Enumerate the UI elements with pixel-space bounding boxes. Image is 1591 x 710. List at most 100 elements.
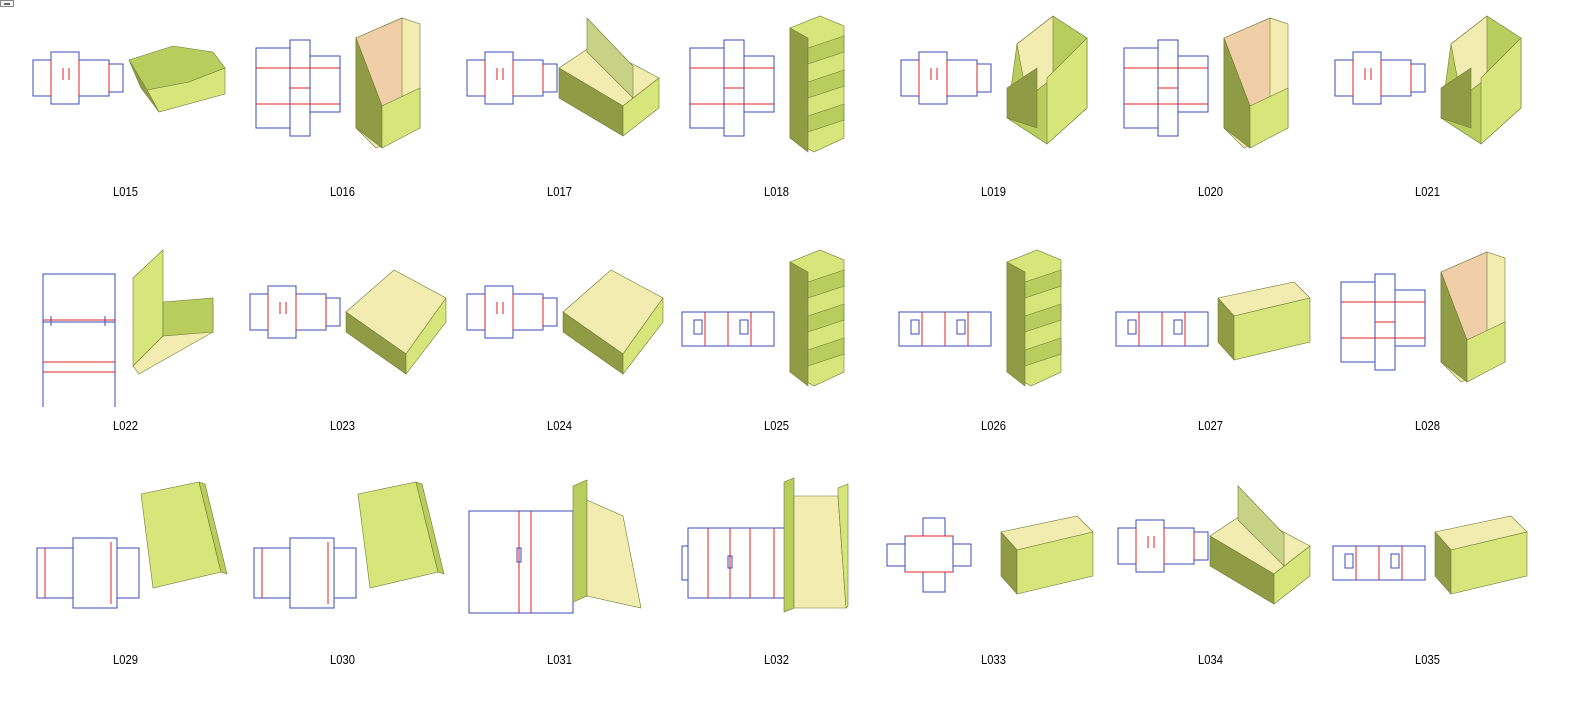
catalog-item-l019: L019: [885, 8, 1102, 242]
item-code-label: L035: [1415, 652, 1440, 667]
folded-box-render: [1006, 249, 1062, 387]
folded-box-render: [558, 17, 660, 137]
folded-box-render: [355, 17, 421, 149]
folded-box-render: [789, 249, 845, 387]
catalog-item-l034: L034: [1102, 476, 1319, 710]
item-code-label: L030: [330, 652, 355, 667]
flat-dieline: [466, 51, 558, 105]
flat-dieline: [42, 273, 116, 407]
catalog-item-l022: L022: [17, 242, 234, 476]
flat-dieline: [253, 537, 357, 609]
catalog-item-l033: L033: [885, 476, 1102, 710]
catalog-item-l021: L021: [1319, 8, 1536, 242]
item-code-label: L015: [113, 184, 138, 199]
folded-box-render: [1434, 515, 1528, 595]
flat-dieline: [681, 311, 775, 347]
item-code-label: L034: [1198, 652, 1223, 667]
folded-box-render: [140, 481, 228, 589]
flat-dieline: [1340, 273, 1426, 371]
folded-box-render: [1000, 515, 1094, 595]
folded-box-render: [1217, 281, 1311, 361]
folded-box-render: [357, 481, 445, 589]
item-code-label: L020: [1198, 184, 1223, 199]
catalog-item-l017: L017: [451, 8, 668, 242]
box-illustration: [1332, 515, 1528, 595]
folded-box-render: [1223, 17, 1289, 149]
item-code-label: L032: [764, 652, 789, 667]
item-code-label: L022: [113, 418, 138, 433]
flat-dieline: [36, 537, 140, 609]
catalog-item-l030: L030: [234, 476, 451, 710]
box-illustration: [466, 17, 660, 137]
folded-box-render: [572, 479, 642, 609]
catalog-item-l035: L035: [1319, 476, 1536, 710]
flat-dieline: [898, 311, 992, 347]
item-code-label: L031: [547, 652, 572, 667]
box-illustration: [468, 479, 642, 614]
item-code-label: L021: [1415, 184, 1440, 199]
item-code-label: L026: [981, 418, 1006, 433]
catalog-item-l027: L027: [1102, 242, 1319, 476]
catalog-item-l023: L023: [234, 242, 451, 476]
catalog-item-l020: L020: [1102, 8, 1319, 242]
box-illustration: [42, 249, 214, 407]
item-code-label: L027: [1198, 418, 1223, 433]
flat-dieline: [1117, 519, 1209, 573]
flat-dieline: [681, 527, 793, 599]
flat-dieline: [32, 51, 124, 105]
flat-dieline: [468, 510, 574, 614]
item-code-label: L029: [113, 652, 138, 667]
flat-dieline: [1334, 51, 1426, 105]
broken-image-icon: [0, 0, 14, 7]
catalog-item-l016: L016: [234, 8, 451, 242]
folded-box-render: [128, 45, 226, 113]
box-illustration: [886, 515, 1094, 595]
folded-box-render: [783, 477, 849, 613]
box-illustration: [689, 15, 845, 153]
item-code-label: L023: [330, 418, 355, 433]
catalog-item-l024: L024: [451, 242, 668, 476]
box-illustration: [1117, 485, 1311, 605]
folded-box-render: [132, 249, 214, 375]
catalog-item-l031: L031: [451, 476, 668, 710]
catalog-item-l026: L026: [885, 242, 1102, 476]
flat-dieline: [1115, 311, 1209, 347]
folded-box-render: [789, 15, 845, 153]
catalog-item-l028: L028: [1319, 242, 1536, 476]
catalog-item-l015: L015: [17, 8, 234, 242]
box-illustration: [681, 249, 845, 387]
flat-dieline: [886, 517, 972, 593]
flat-dieline: [1123, 39, 1209, 137]
item-code-label: L025: [764, 418, 789, 433]
box-illustration: [898, 249, 1062, 387]
item-code-label: L019: [981, 184, 1006, 199]
catalog-item-l018: L018: [668, 8, 885, 242]
flat-dieline: [689, 39, 775, 137]
box-illustration: [36, 481, 228, 609]
box-illustration: [253, 481, 445, 609]
folded-box-render: [1006, 15, 1088, 145]
flat-dieline: [255, 39, 341, 137]
item-code-label: L024: [547, 418, 572, 433]
folded-box-render: [1440, 251, 1506, 383]
box-illustration: [255, 17, 421, 149]
item-code-label: L018: [764, 184, 789, 199]
flat-dieline: [466, 285, 558, 339]
box-illustration: [681, 477, 849, 613]
folded-box-render: [562, 269, 664, 375]
item-code-label: L016: [330, 184, 355, 199]
item-code-label: L033: [981, 652, 1006, 667]
flat-dieline: [1332, 545, 1426, 581]
item-code-label: L017: [547, 184, 572, 199]
box-illustration: [466, 269, 664, 375]
catalog-item-l032: L032: [668, 476, 885, 710]
folded-box-render: [1440, 15, 1522, 145]
box-illustration: [900, 15, 1088, 145]
box-illustration: [249, 269, 447, 375]
box-illustration: [1340, 251, 1506, 383]
flat-dieline: [249, 285, 341, 339]
catalog-item-l025: L025: [668, 242, 885, 476]
flat-dieline: [900, 51, 992, 105]
folded-box-render: [345, 269, 447, 375]
